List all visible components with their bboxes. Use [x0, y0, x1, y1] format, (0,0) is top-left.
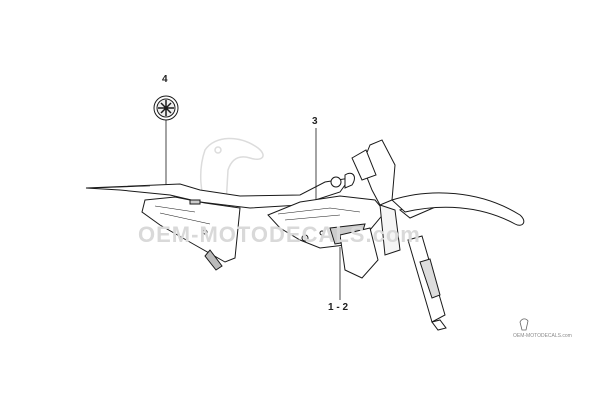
- callout-1-2: 1 - 2: [328, 302, 349, 313]
- fork-leg-decal: [407, 235, 447, 331]
- watermark-text: OEM-MOTODECALS.com: [138, 222, 421, 247]
- callout-3: 3: [312, 116, 318, 127]
- watermark-footer-text: OEM-MOTODECALS.com: [513, 333, 572, 339]
- lower-scoop: [339, 227, 379, 279]
- side-cover: [141, 196, 241, 271]
- front-fender: [391, 192, 525, 226]
- emblem-decal: [153, 95, 179, 121]
- callout-4: 4: [162, 74, 168, 85]
- corner-logo-icon: [519, 318, 529, 331]
- front-number-plate: [351, 139, 473, 256]
